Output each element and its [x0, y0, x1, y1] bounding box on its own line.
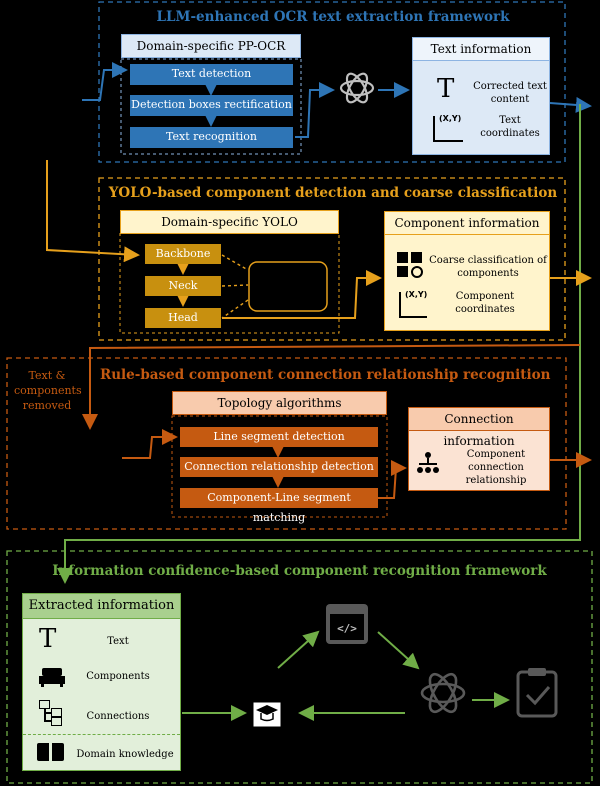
- coarse-classification-label: Coarse classification of components: [429, 255, 547, 279]
- component-coordinates-glyph: (X,Y): [405, 290, 428, 299]
- yolo-step-backbone: Backbone: [145, 244, 221, 264]
- conf-section-frame: [6, 550, 593, 784]
- component-coordinates-icon: (X,Y): [399, 290, 428, 318]
- component-information-box: Component information Coarse classificat…: [384, 211, 550, 331]
- connection-relationship-label: Component connection relationship: [465, 449, 527, 486]
- rule-step-line-detection: Line segment detection: [180, 427, 378, 447]
- llm-icon-ocr: [339, 72, 375, 104]
- conf-section-title: Information confidence-based component r…: [52, 563, 547, 579]
- text-information-header: Text information: [413, 38, 549, 61]
- yolo-header: Domain-specific YOLO: [120, 210, 339, 234]
- domain-divider: [23, 734, 180, 735]
- text-coordinates-glyph: (X,Y): [439, 114, 462, 123]
- llm-icon-conf: [420, 672, 466, 714]
- rule-section-frame: [6, 357, 567, 530]
- extracted-information-box: Extracted information T Text Components …: [22, 593, 181, 771]
- connection-information-header: Connection information: [409, 408, 549, 448]
- svg-text:</>: </>: [337, 622, 357, 635]
- extracted-connections-label: Connections: [86, 711, 150, 722]
- head-to-component-arrow: [222, 270, 382, 319]
- text-info-output-arrow: [549, 96, 592, 113]
- code-window-icon: </>: [326, 604, 368, 644]
- yolo-section-frame: [98, 177, 566, 341]
- input-arrow-yolo: [46, 160, 140, 263]
- hat-to-code-arrow: [277, 630, 320, 669]
- yolo-image-placeholder: [248, 261, 328, 312]
- ppocr-container: [120, 58, 302, 155]
- component-coordinates-label: Component coordinates: [455, 291, 515, 315]
- ocr-step-boxes-rectification: Detection boxes rectification: [130, 95, 293, 116]
- grid-search-icon: [397, 252, 423, 278]
- yolo-step-neck: Neck: [145, 276, 221, 296]
- extracted-components-label: Components: [86, 671, 150, 682]
- ocr-step-text-recognition: Text recognition: [130, 127, 293, 148]
- yolo-step-head: Head: [145, 308, 221, 328]
- matching-to-connection-arrow: [378, 460, 407, 499]
- components-icon: [39, 668, 65, 687]
- text-t-icon: T: [437, 74, 455, 104]
- right-trunk-line: [57, 104, 581, 584]
- connections-icon: [39, 700, 65, 726]
- topo-container: [171, 415, 388, 518]
- domain-knowledge-label: Domain knowledge: [76, 749, 174, 760]
- ocr-section-title: LLM-enhanced OCR text extraction framewo…: [156, 9, 510, 25]
- text-t-icon-green: T: [39, 624, 57, 654]
- ppocr-header: Domain-specific PP-OCR: [121, 34, 301, 58]
- code-to-llm-arrow: [377, 631, 420, 670]
- rule-input-arrow: [82, 344, 581, 430]
- text-components-removed-label: Text & components removed: [14, 369, 82, 412]
- rule-section-title: Rule-based component connection relation…: [100, 367, 551, 383]
- corrected-text-label: Corrected text content: [473, 81, 547, 105]
- rule-step-line-matching: Component-Line segment matching: [180, 488, 378, 524]
- extracted-information-header: Extracted information: [23, 594, 180, 619]
- graduation-cap-icon: [252, 701, 282, 728]
- rule-step-connection-detection: Connection relationship detection: [180, 457, 378, 477]
- book-icon: [37, 743, 65, 763]
- text-coordinates-icon: (X,Y): [433, 114, 463, 142]
- text-information-box: Text information T Corrected text conten…: [412, 37, 550, 155]
- ocr-section-frame: [98, 1, 566, 163]
- component-information-header: Component information: [385, 212, 549, 235]
- yolo-section-title: YOLO-based component detection and coars…: [108, 185, 558, 201]
- input-arrow-ocr: [82, 62, 128, 101]
- connection-information-box: Connection information Component connect…: [408, 407, 550, 491]
- ocr-step-text-detection: Text detection: [130, 64, 293, 85]
- clipboard-check-icon: [516, 668, 558, 718]
- hierarchy-icon: [417, 452, 439, 474]
- extracted-text-label: Text: [107, 636, 129, 647]
- topology-header: Topology algorithms: [172, 391, 387, 415]
- text-coordinates-label: Text coordinates: [480, 115, 540, 139]
- ocr-to-llm-arrow: [295, 82, 335, 138]
- into-topology-arrow: [122, 429, 178, 459]
